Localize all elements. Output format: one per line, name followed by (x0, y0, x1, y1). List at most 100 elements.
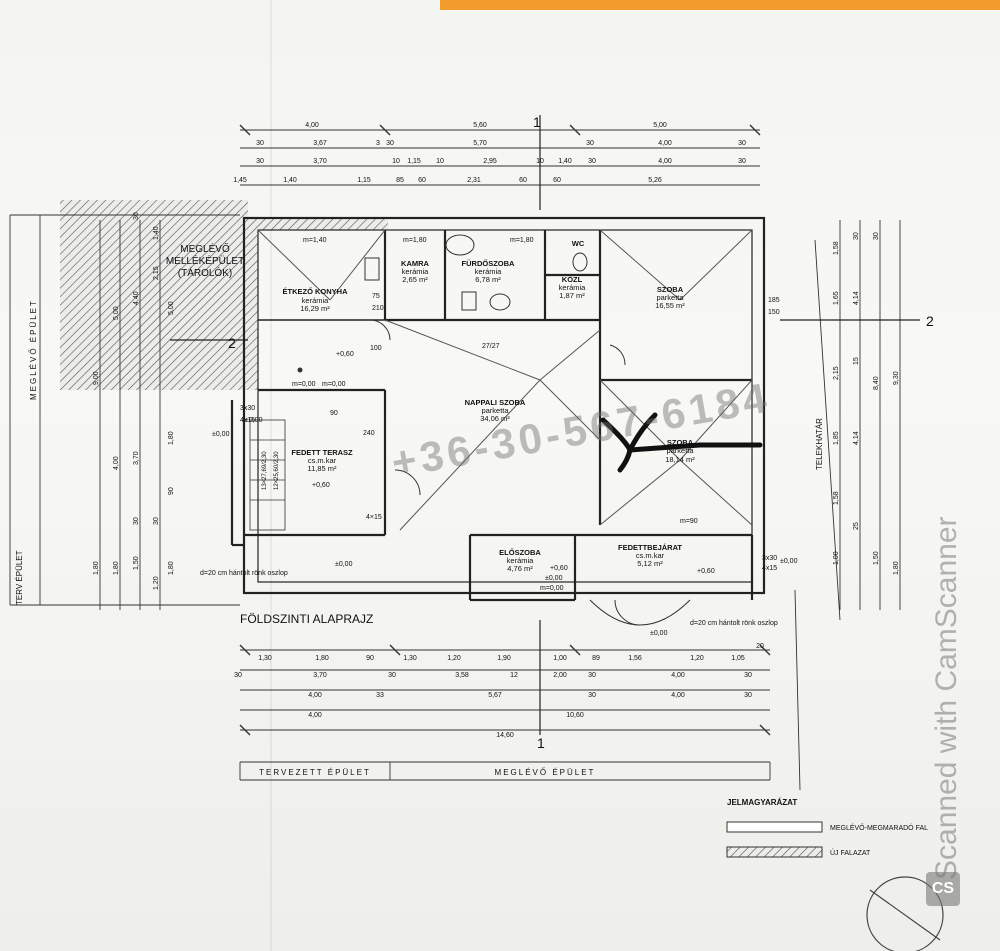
dim-left-7: 3,70 (133, 451, 140, 465)
dim-right-7: 4,14 (853, 431, 860, 445)
room-nappali-area: 34,06 m² (480, 414, 510, 423)
dim-top-4-2: 1,15 (357, 177, 371, 184)
room-nappali-name: NAPPALI SZOBA (465, 398, 526, 407)
dim-bot-5-0: 14,60 (496, 732, 514, 739)
dim-bot-3-3: 30 (588, 692, 596, 699)
dim-bot-2-5: 2,00 (553, 672, 567, 679)
dim-bot-1-10: 1,05 (731, 655, 745, 662)
section-marker-right: 2 (926, 313, 934, 329)
column-note-right: d=20 cm hántolt rönk oszlop (690, 620, 778, 627)
dim-bot-3-4: 4,00 (671, 692, 685, 699)
dim-right-14: 8,40 (873, 376, 880, 390)
dim-right-0: 1,58 (833, 241, 840, 255)
door-75: 75 (372, 293, 380, 300)
dim-left-12: 1,50 (133, 556, 140, 570)
dim-bot-2-7: 4,00 (671, 672, 685, 679)
dim-top-3-1: 3,70 (313, 158, 327, 165)
szoba2-window: m=90 (680, 518, 698, 525)
dim-bot-1-4: 1,20 (447, 655, 461, 662)
dim-4x15-c: 4x15 (762, 565, 777, 572)
terrace-m1: m=0,00 (292, 381, 316, 388)
level-terrace-3: ±0,00 (335, 561, 353, 568)
room-eloszoba-area: 4,76 m² (507, 564, 533, 573)
dim-left-15: 30 (133, 517, 140, 525)
level-ent-bottom: ±0,00 (545, 575, 563, 582)
dim-right-5: 2,15 (833, 366, 840, 380)
dim-bot-1-2: 90 (366, 655, 374, 662)
dim-bot-2-2: 30 (388, 672, 396, 679)
dim-left-0: 5,00 (113, 306, 120, 320)
door-100: 100 (370, 345, 382, 352)
outbuilding-label-1: MEGLÉVŐ (180, 241, 230, 255)
terrace-m2: m=0,00 (322, 381, 346, 388)
dim-top-4-1: 1,40 (283, 177, 297, 184)
dim-bot-2-1: 3,70 (313, 672, 327, 679)
room-terrace-floor: cs.m.kar (308, 456, 337, 465)
dim-4x15-b: 4x15 (240, 417, 255, 424)
dim-right-9: 25 (853, 522, 860, 530)
room-kozl-name: KÖZL (562, 275, 583, 284)
dim-right-15: 9,30 (893, 371, 900, 385)
dim-top-1-0: 4,00 (305, 122, 319, 129)
section-marker-top: 1 (533, 114, 541, 130)
eloszoba-m: m=0,00 (540, 585, 564, 592)
level-terrace-1: ±0,00 (212, 431, 230, 438)
level-entrance-3: ±0,00 (650, 630, 668, 637)
camscanner-watermark: Scanned with CamScanner (930, 516, 963, 880)
dim-top-2-7: 30 (738, 140, 746, 147)
dim-bot-4-0: 4,00 (308, 712, 322, 719)
plot-boundary: TELEKHATÁR (815, 418, 824, 470)
room-terrace-area: 11,85 m² (307, 464, 337, 473)
room-fedettbejarat-floor: cs.m.kar (636, 551, 665, 560)
level-terrace-4: ±0,00 (245, 417, 263, 424)
dim-bot-2-4: 12 (510, 672, 518, 679)
dim-bot-1-7: 89 (592, 655, 600, 662)
dim-top-3-6: 10 (536, 158, 544, 165)
dim-top-2-4: 5,70 (473, 140, 487, 147)
dim-bot-2-3: 3,58 (455, 672, 469, 679)
room-kozl-floor: kerámia (559, 283, 587, 292)
new-wall-top (248, 218, 388, 230)
section-marker-left: 2 (228, 335, 236, 351)
dim-top-2-3: 30 (386, 140, 394, 147)
dim-left-11: 1,80 (93, 561, 100, 575)
dim-top-4-6: 60 (519, 177, 527, 184)
dim-top-4-5: 2,31 (467, 177, 481, 184)
dim-left-13: 1,80 (113, 561, 120, 575)
plan-title: FÖLDSZINTI ALAPRAJZ (240, 612, 373, 626)
dim-3x30-b: 3x30 (762, 555, 777, 562)
legend-new-label: ÚJ FALAZAT (830, 848, 871, 857)
door-210: 210 (372, 305, 384, 312)
dim-right-6: 1,85 (833, 431, 840, 445)
dim-3x30-a: 3x30 (240, 405, 255, 412)
dim-right-11: 1,50 (873, 551, 880, 565)
room-bath-area: 6,78 m² (475, 275, 501, 284)
paper-fold (270, 0, 272, 951)
level-entrance-2: ±0,00 (780, 558, 798, 565)
dim-bot-1-0: 1,30 (258, 655, 272, 662)
room-kitchen-floor: kerámia (302, 296, 330, 305)
dim-top-1-2: 5,00 (653, 122, 667, 129)
dim-right-12: 1,80 (893, 561, 900, 575)
room-szoba2-floor: parketta (666, 446, 694, 455)
dim-bot-3-5: 30 (744, 692, 752, 699)
outbuilding-label-3: (TÁROLÓK) (178, 266, 232, 279)
existing-building-left: MEGLÉVŐ ÉPÜLET (29, 299, 38, 400)
dim-bot-1-3: 1,30 (403, 655, 417, 662)
dim-bot-1-5: 1,90 (497, 655, 511, 662)
door-90: 90 (330, 410, 338, 417)
existing-building-bottom: MEGLÉVŐ ÉPÜLET (495, 768, 596, 777)
dim-top-3-3: 1,15 (407, 158, 421, 165)
kitchen-window: m=1,40 (303, 237, 327, 244)
dim-right-3: 4,14 (853, 291, 860, 305)
dim-top-3-10: 30 (738, 158, 746, 165)
dim-left-6: 4,00 (113, 456, 120, 470)
dim-left-1: 4,40 (133, 291, 140, 305)
outbuilding-hatch (60, 200, 248, 390)
column-note-left: d=20 cm hántolt rönk oszlop (200, 570, 288, 577)
room-kamra-area: 2,65 m² (402, 275, 428, 284)
dim-bot-1-1: 1,80 (315, 655, 329, 662)
room-kozl-area: 1,87 m² (559, 291, 585, 300)
